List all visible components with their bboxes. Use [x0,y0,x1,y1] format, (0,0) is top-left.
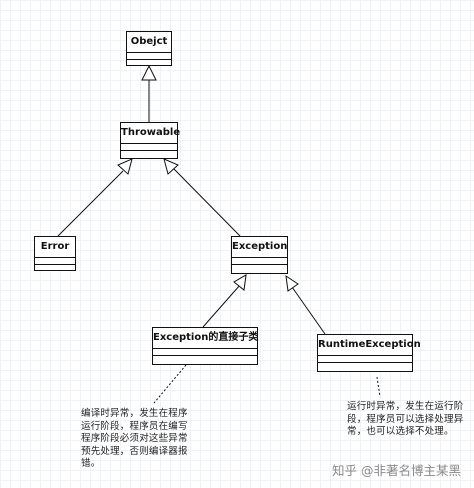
class-error: Error [34,236,76,271]
arrowhead-exception-right [285,274,299,292]
edge-exception-throwable [172,167,241,237]
note-checked-line: 运行阶段，程序员在编写 [81,420,188,432]
class-throwable-methods [121,151,177,156]
arrowhead-throwable-left [117,158,133,175]
note-checked-line: 错。 [81,458,101,469]
class-error-name: Error [35,237,75,258]
class-error-attributes [35,258,75,265]
note-runtime-line: 运行时异常，发生在运行阶 [347,401,464,412]
arrowhead-throwable-right [163,158,179,175]
class-throwable-name: Throwable [121,123,180,144]
note-checked-line: 预先处理，否则编译器报 [81,445,188,457]
class-exception-subclass-name: Exception的直接子类 [153,328,258,349]
note-runtime-line: 段，程序员可以选择处理异 [347,413,464,425]
watermark: 知乎 @非著名博主某黑 [332,463,461,478]
class-object-attributes [127,53,171,60]
class-exception-methods [232,265,287,270]
edge-error-throwable [57,170,124,237]
note-connector-checked [153,364,187,404]
class-object-name: Obejct [127,32,171,53]
class-runtime-exception: RuntimeException [317,334,421,372]
note-connector-runtime [376,376,381,398]
class-object-methods [127,60,171,65]
class-exception: Exception [231,236,288,274]
class-exception-subclass-methods [153,356,257,361]
note-checked-exception: 编译时异常，发生在程序 运行阶段，程序员在编写 程序阶段必须对这些异常 预先处理… [81,408,211,471]
note-checked-line: 编译时异常，发生在程序 [81,408,188,419]
class-runtime-exception-attributes [318,356,412,363]
note-runtime-exception: 运行时异常，发生在运行阶 段，程序员可以选择处理异 常，也可以选择不处理。 [347,401,473,439]
class-exception-subclass-attributes [153,349,257,356]
class-runtime-exception-methods [318,363,412,368]
class-exception-subclass: Exception的直接子类 [152,327,258,365]
arrowhead-exception-left [233,274,247,291]
class-error-methods [35,265,75,270]
edge-checked-exception [202,284,241,328]
note-checked-line: 程序阶段必须对这些异常 [81,433,188,444]
arrowhead-object [141,64,157,81]
class-runtime-exception-name: RuntimeException [318,335,421,356]
class-throwable: Throwable [120,122,180,159]
class-exception-attributes [232,258,287,265]
class-throwable-attributes [121,144,177,151]
edge-runtime-exception [291,286,326,335]
class-object: Obejct [126,31,172,66]
note-runtime-line: 常，也可以选择不处理。 [347,426,454,437]
class-exception-name: Exception [232,237,287,258]
